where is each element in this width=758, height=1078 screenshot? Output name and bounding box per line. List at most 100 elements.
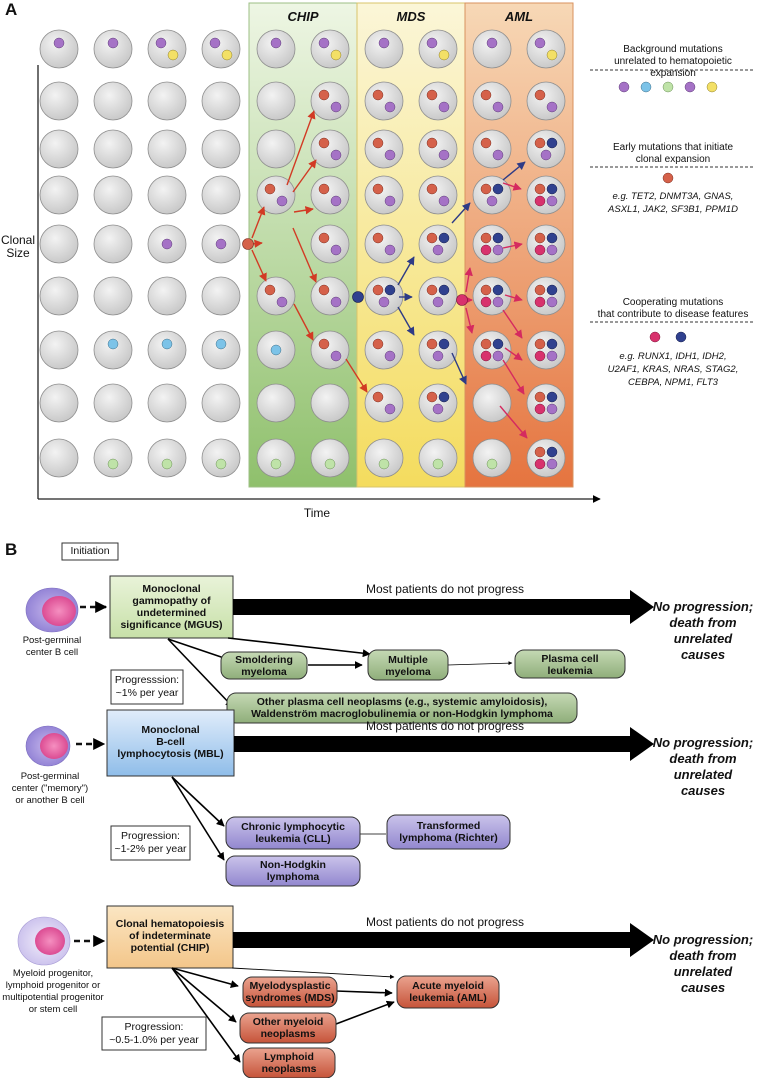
mutation-dot: [546, 137, 558, 149]
mutation-dot: [546, 391, 558, 403]
mutation-dot: [384, 350, 396, 362]
mutation-dot: [330, 296, 342, 308]
mutation-dot: [330, 101, 342, 113]
legend-coop-ex3: CEBPA, NPM1, FLT3: [628, 377, 718, 388]
red-arrow: [251, 249, 267, 282]
mgus-l4: significance (MGUS): [120, 619, 223, 631]
mbl-box: [106, 709, 235, 777]
clone-cell: [201, 81, 241, 121]
y-axis-label-line1: Clonal: [0, 233, 36, 247]
nhl-l2: lymphoma: [266, 871, 320, 883]
clone-cell: [256, 29, 296, 69]
mutation-dot: [426, 284, 438, 296]
mutation-dot: [372, 284, 384, 296]
cll-label: Chronic lymphocytic leukemia (CLL): [226, 821, 360, 845]
clone-cell: [310, 438, 350, 478]
mutation-dot: [480, 232, 492, 244]
mutation-dot: [264, 284, 276, 296]
lymphoid-label: Lymphoid neoplasms: [243, 1051, 335, 1075]
mgus-caption-1: Post-germinal: [22, 635, 82, 646]
mutation-dot: [438, 391, 450, 403]
clone-cell: [39, 224, 79, 264]
other-plasma-label: Other plasma cell neoplasms (e.g., syste…: [227, 696, 577, 720]
cll-l1: Chronic lymphocytic: [241, 821, 345, 833]
legend-early-text: Early mutations that initiate clonal exp…: [590, 142, 756, 166]
mutation-dot: [426, 232, 438, 244]
legend-navy-dot: [675, 331, 687, 343]
clone-cell: [418, 438, 458, 478]
mutation-dot: [546, 446, 558, 458]
red-arrow: [251, 206, 266, 239]
mutation-dot: [318, 89, 330, 101]
mutation-dot: [432, 244, 444, 256]
clone-cell: [93, 330, 133, 370]
red-arrow: [293, 206, 314, 215]
clone-cell: [418, 29, 458, 69]
mutation-dot: [438, 195, 450, 207]
navy-arrow: [451, 352, 467, 385]
clone-cell: [93, 175, 133, 215]
mutation-dot: [318, 37, 330, 49]
clone-cell: [310, 383, 350, 423]
y-axis-label: Clonal Size: [0, 234, 36, 260]
other-myeloid-pill: [239, 1012, 337, 1044]
mutation-dot: [492, 232, 504, 244]
clone-cell: [364, 276, 404, 316]
legend-magenta-dot: [649, 331, 661, 343]
legend-cooperating-text: Cooperating mutations that contribute to…: [590, 297, 756, 321]
mutation-dot: [534, 458, 546, 470]
mds-label: Myelodysplastic syndromes (MDS): [243, 980, 337, 1004]
other-plasma-l2: Waldenström macroglobulinemia or non-Hod…: [251, 708, 553, 720]
mds-l2: syndromes (MDS): [245, 992, 335, 1004]
richter-l1: Transformed: [416, 820, 481, 832]
mutation-dot: [480, 89, 492, 101]
mutation-dot: [330, 49, 342, 61]
mutation-dot: [167, 49, 179, 61]
chip-outcome: No progression; death from unrelated cau…: [650, 932, 756, 996]
clone-cell: [39, 383, 79, 423]
mutation-dot: [426, 338, 438, 350]
mbl-prog-l2: ~1-2% per year: [114, 843, 187, 855]
plasma-leukemia-label: Plasma cell leukemia: [515, 653, 625, 677]
clone-cell: [93, 129, 133, 169]
clone-cell: [364, 438, 404, 478]
mutation-dot: [426, 37, 438, 49]
clone-cell: [201, 276, 241, 316]
mutation-dot: [318, 284, 330, 296]
clone-cell: [201, 29, 241, 69]
mutation-dot: [209, 37, 221, 49]
mbl-no-progress: Most patients do not progress: [365, 719, 525, 733]
legend-coop-ex1: e.g. RUNX1, IDH1, IDH2,: [619, 351, 727, 362]
magenta-arrow: [504, 347, 523, 361]
clone-cell: [418, 276, 458, 316]
mgus-prog-l1: Progresssion:: [114, 674, 180, 686]
clone-cell: [526, 81, 566, 121]
clone-cell: [418, 175, 458, 215]
magenta-arrow: [502, 309, 523, 339]
cll-pill: [225, 816, 361, 850]
mutation-dot: [330, 195, 342, 207]
legend-background-text: Background mutations unrelated to hemato…: [590, 44, 756, 80]
mutation-dot: [432, 403, 444, 415]
mbl-progression-box: [110, 825, 191, 861]
mgus-outcome: No progression; death from unrelated cau…: [650, 599, 756, 663]
mutation-dot: [372, 338, 384, 350]
chip-prog-l1: Progression:: [124, 1021, 184, 1033]
other-plasma-l1: Other plasma cell neoplasms (e.g., syste…: [256, 696, 548, 708]
clone-cell: [418, 383, 458, 423]
magenta-arrow: [464, 267, 473, 293]
chip-caption-3: multipotential progenitor: [2, 992, 104, 1003]
bcell-nucleus: [42, 596, 76, 626]
mutation-dot: [438, 49, 450, 61]
mutation-dot: [318, 183, 330, 195]
mutation-dot: [318, 338, 330, 350]
legend-background-dots: [618, 81, 718, 93]
chip-caption-2: lymphoid progenitor or: [5, 980, 101, 991]
clone-cell: [310, 175, 350, 215]
clone-cell: [93, 224, 133, 264]
clone-cell: [418, 129, 458, 169]
legend-background-line1: Background mutations: [623, 44, 723, 55]
clone-cell: [472, 129, 512, 169]
clone-cell: [364, 29, 404, 69]
mbl-box-label: Monoclonal B-cell lymphocytosis (MBL): [107, 724, 234, 760]
